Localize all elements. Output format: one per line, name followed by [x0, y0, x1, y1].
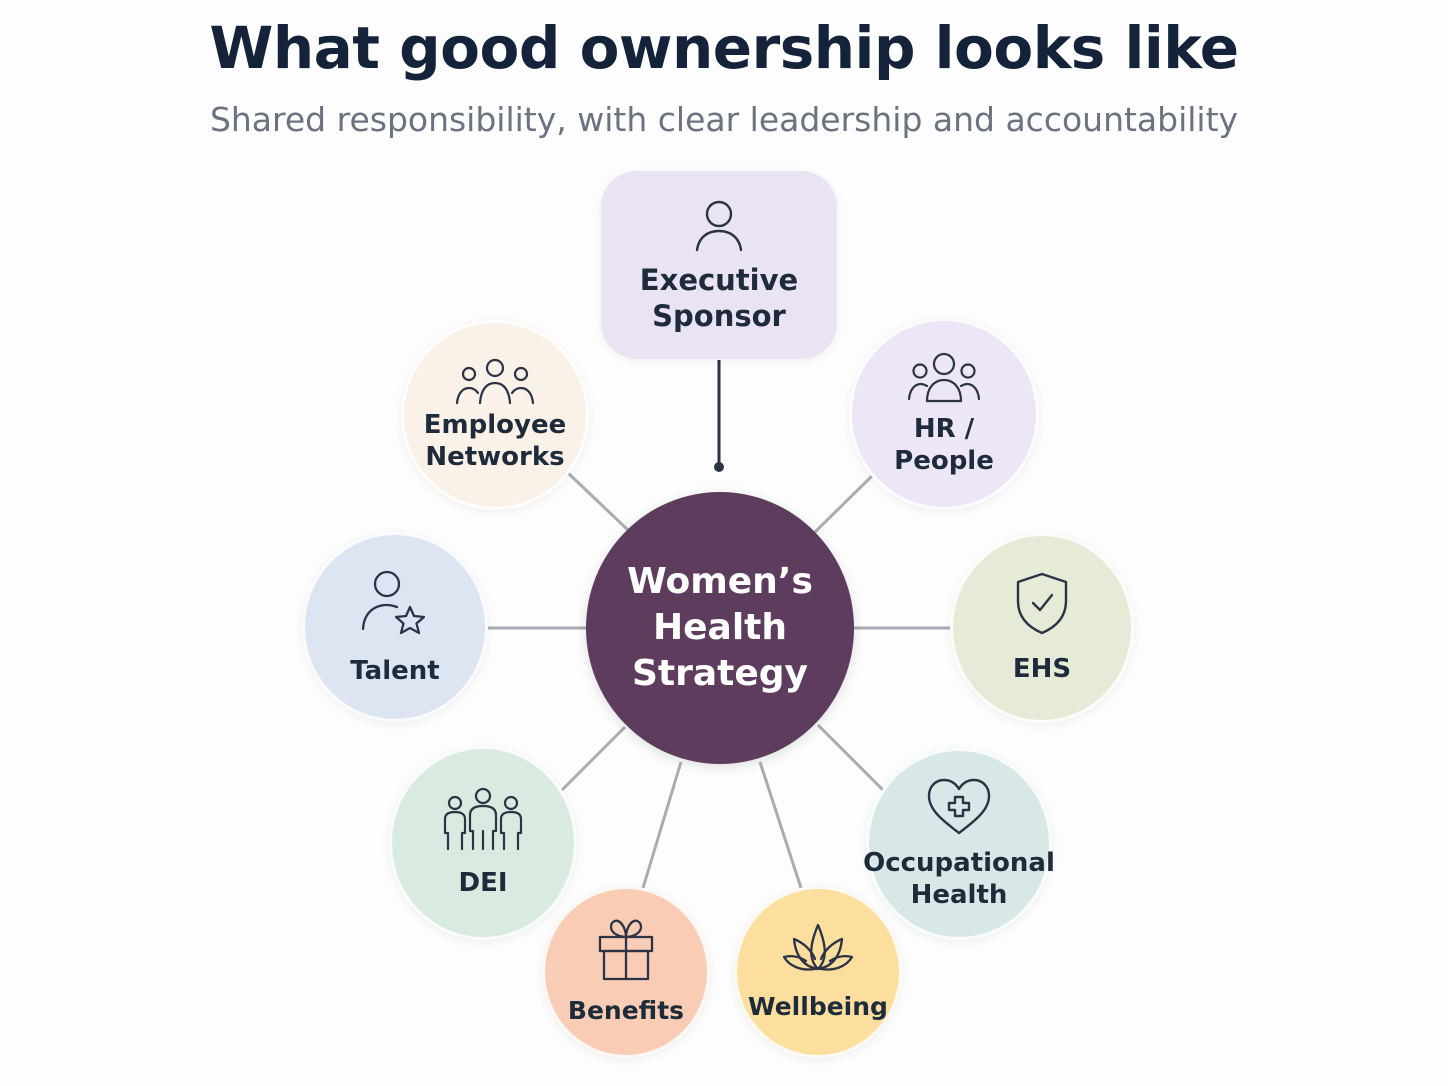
ehs-node: EHS — [950, 533, 1134, 723]
ehs-label: EHS — [1012, 654, 1072, 684]
person-icon — [695, 200, 743, 252]
connector-wellbeing — [758, 761, 803, 889]
center-hub: Women’s Health Strategy — [586, 492, 854, 764]
team-icon — [907, 352, 981, 403]
wellbeing-label: Wellbeing — [748, 992, 888, 1021]
employee-networks-label: Employee Networks — [423, 410, 567, 472]
dei-label: DEI — [458, 868, 508, 898]
executive-sponsor-label: Executive Sponsor — [639, 263, 799, 333]
benefits-node: Benefits — [542, 886, 710, 1058]
talent-node: Talent — [302, 532, 488, 722]
employee-networks-node: Employee Networks — [401, 320, 589, 510]
center-hub-label: Women’s Health Strategy — [627, 561, 813, 694]
executive-sponsor-node: Executive Sponsor — [601, 171, 837, 359]
connector-employee-networks — [566, 471, 630, 532]
heart-plus-icon — [927, 778, 991, 835]
occupational-health-node: Occupational Health — [863, 748, 1055, 940]
hr-people-node: HR / People — [849, 318, 1039, 510]
person-star-icon — [361, 570, 426, 635]
shield-check-icon — [1016, 572, 1068, 635]
dei-node: DEI — [389, 746, 577, 940]
hr-people-label: HR / People — [894, 414, 994, 476]
benefits-label: Benefits — [567, 996, 685, 1025]
gift-icon — [598, 919, 654, 981]
connector-benefits — [641, 761, 683, 889]
occupational-health-label: Occupational Health — [863, 848, 1055, 910]
group-icon — [455, 358, 535, 405]
connector-occupational-health — [816, 723, 885, 792]
page-subtitle: Shared responsibility, with clear leader… — [209, 100, 1239, 139]
connector-executive-dot — [714, 462, 724, 472]
people-icon — [443, 787, 523, 851]
lotus-icon — [782, 923, 854, 971]
connector-hr-people — [813, 473, 875, 534]
talent-label: Talent — [350, 656, 440, 686]
connector-dei — [560, 725, 627, 792]
wellbeing-node: Wellbeing — [734, 886, 902, 1058]
page-title: What good ownership looks like — [209, 14, 1239, 82]
